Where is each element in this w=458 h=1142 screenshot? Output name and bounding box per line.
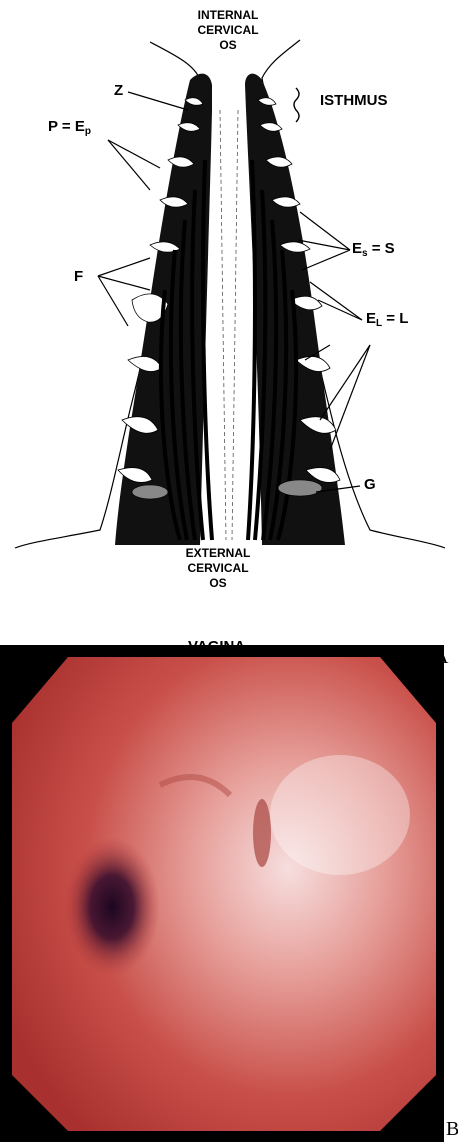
label-internal-os-line3: OS bbox=[182, 38, 274, 53]
label-es-s: Es = S bbox=[352, 240, 395, 259]
endocervical-canal bbox=[220, 110, 238, 540]
label-f: F bbox=[74, 268, 83, 285]
label-el-main: E bbox=[366, 310, 376, 327]
label-external-os-line1: EXTERNAL bbox=[172, 546, 264, 561]
label-el-l: EL = L bbox=[366, 310, 408, 329]
label-p-ep-main: P = E bbox=[48, 118, 85, 135]
photo-highlight bbox=[270, 755, 410, 875]
label-internal-os-line1: INTERNAL bbox=[182, 8, 274, 23]
label-isthmus: ISTHMUS bbox=[320, 92, 388, 109]
label-z: Z bbox=[114, 82, 123, 99]
photo-fold-shadow bbox=[253, 799, 271, 867]
label-el-rest: = L bbox=[382, 310, 408, 327]
label-internal-os-line2: CERVICAL bbox=[182, 23, 274, 38]
label-g: G bbox=[364, 476, 376, 493]
label-external-os-line2: CERVICAL bbox=[172, 561, 264, 576]
label-external-os-line3: OS bbox=[172, 576, 264, 591]
label-p-ep-sub: p bbox=[85, 126, 91, 137]
label-es-main: E bbox=[352, 240, 362, 257]
label-internal-os: INTERNAL CERVICAL OS bbox=[182, 8, 274, 53]
label-external-os: EXTERNAL CERVICAL OS bbox=[172, 546, 264, 591]
label-p-ep: P = Ep bbox=[48, 118, 91, 137]
photo-dark-orifice bbox=[64, 837, 160, 977]
panel-letter-b: B bbox=[446, 1118, 458, 1141]
label-es-rest: = S bbox=[368, 240, 395, 257]
hysteroscopic-image bbox=[0, 645, 444, 1142]
